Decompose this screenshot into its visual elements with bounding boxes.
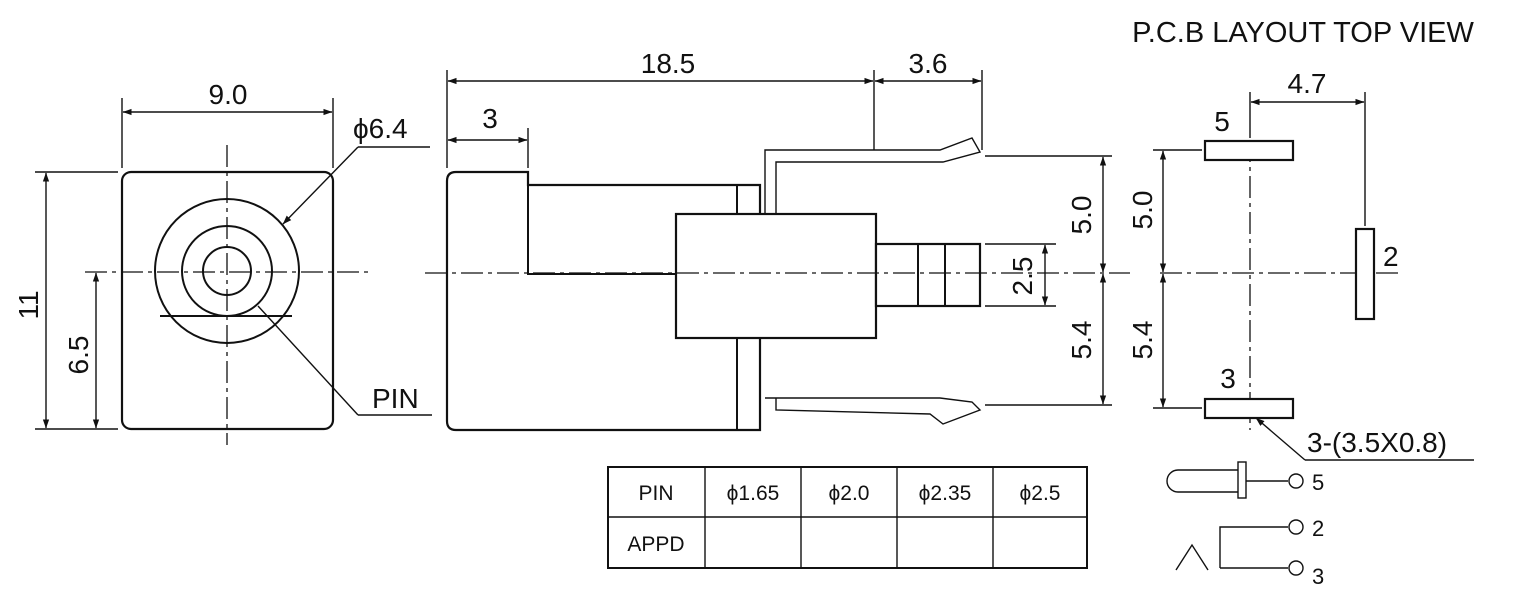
pin-leader-line bbox=[257, 305, 359, 416]
rear-boss bbox=[674, 212, 878, 340]
lower-dimension: 5.4 bbox=[1066, 321, 1097, 360]
pcb-spacing-dimension: 4.7 bbox=[1288, 68, 1327, 99]
flange-step bbox=[527, 185, 676, 275]
table-row-label-appd: APPD bbox=[627, 533, 684, 556]
pad-spec-leader bbox=[1255, 417, 1306, 461]
table-header-pin: PIN bbox=[638, 482, 673, 505]
terminal-5-circle bbox=[1288, 473, 1304, 489]
pad-5-label: 5 bbox=[1214, 106, 1230, 137]
terminal-3-label: 3 bbox=[1312, 564, 1324, 589]
terminal-3-circle bbox=[1288, 560, 1304, 576]
pcb-lower-dimension: 5.4 bbox=[1127, 321, 1158, 360]
width-dimension: 9.0 bbox=[209, 79, 248, 110]
pad-2-label: 2 bbox=[1383, 241, 1399, 272]
length-dimension: 18.5 bbox=[641, 48, 696, 79]
pad-5 bbox=[1203, 139, 1295, 162]
terminal-2-circle bbox=[1288, 519, 1304, 535]
upper-dimension: 5.0 bbox=[1066, 196, 1097, 235]
pcb-layout: P.C.B LAYOUT TOP VIEW 5 2 3 4.7 5.0 5.4 … bbox=[1127, 17, 1474, 461]
pin-dimension: 2.5 bbox=[1007, 257, 1038, 296]
pcb-layout-title: P.C.B LAYOUT TOP VIEW bbox=[1132, 17, 1474, 49]
bore-leader-arrow bbox=[282, 146, 359, 225]
pin-height-dimension: 6.5 bbox=[63, 336, 94, 375]
terminal-2-label: 2 bbox=[1312, 516, 1324, 541]
pad-spec: 3-(3.5X0.8) bbox=[1307, 427, 1447, 458]
height-dimension: 11 bbox=[13, 290, 44, 319]
lower-terminal bbox=[765, 397, 982, 425]
pin-table: PIN ϕ1.65 ϕ2.0 ϕ2.35 ϕ2.5 APPD bbox=[607, 466, 1088, 569]
schematic-pin-symbol bbox=[1166, 469, 1238, 493]
pin-tail bbox=[874, 242, 982, 308]
pad-3-label: 3 bbox=[1220, 363, 1236, 394]
terminal-5-label: 5 bbox=[1312, 470, 1324, 495]
bore-dimension: ϕ6.4 bbox=[353, 113, 408, 144]
flange-dimension: 3 bbox=[482, 103, 498, 134]
pcb-upper-dimension: 5.0 bbox=[1127, 191, 1158, 230]
pad-3 bbox=[1203, 397, 1295, 420]
side-view: 18.5 3.6 3 2.5 5.0 5.4 bbox=[425, 48, 1130, 432]
tail-dimension: 3.6 bbox=[909, 48, 948, 79]
table-cell-size: ϕ2.5 bbox=[1020, 482, 1061, 505]
front-view: 9.0 ϕ6.4 PIN 11 6.5 bbox=[13, 79, 432, 445]
table-cell-size: ϕ1.65 bbox=[727, 482, 780, 505]
upper-terminal bbox=[764, 137, 982, 214]
table-cell-size: ϕ2.35 bbox=[919, 482, 972, 505]
table-cell-size: ϕ2.0 bbox=[829, 482, 870, 505]
schematic-pin-flange bbox=[1237, 461, 1247, 499]
schematic-spring-contact bbox=[1175, 526, 1288, 571]
schematic-symbol: 5 2 3 bbox=[1166, 461, 1324, 589]
pad-2 bbox=[1354, 227, 1376, 321]
pin-label: PIN bbox=[372, 383, 419, 414]
